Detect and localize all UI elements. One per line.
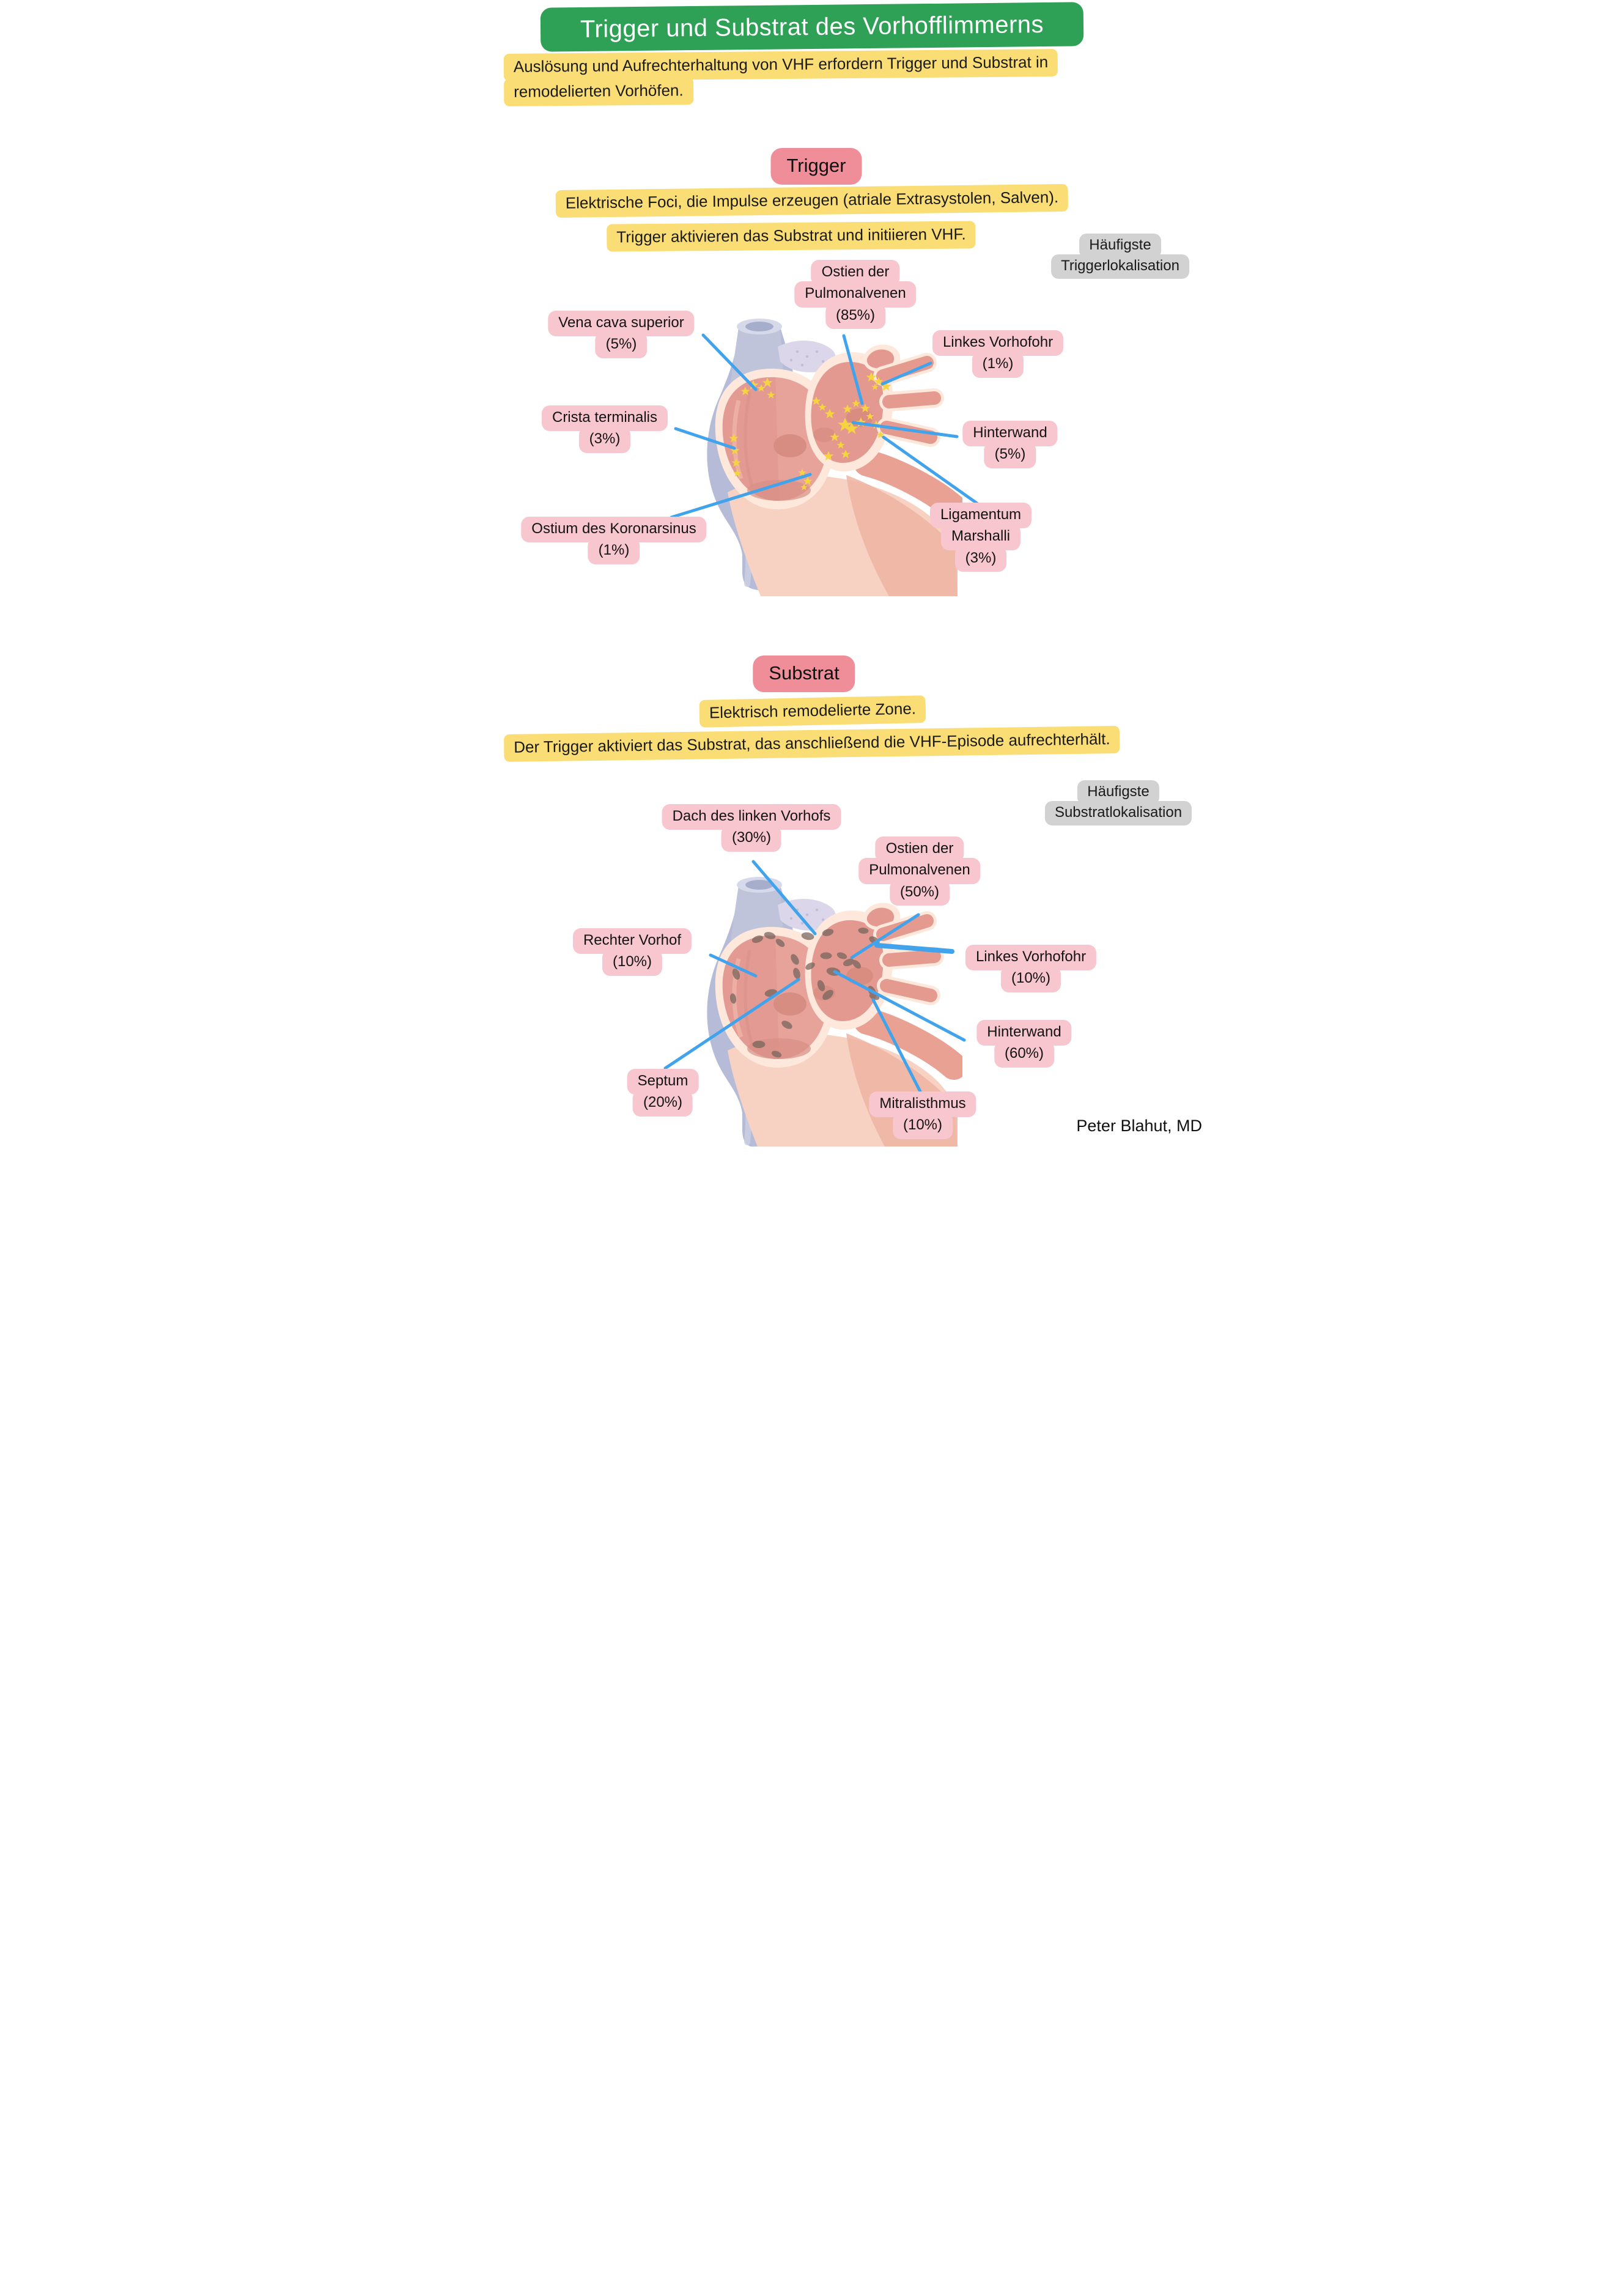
pericardium-patch: [778, 340, 836, 372]
label-line: (50%): [889, 879, 950, 906]
substrate-description-2: Der Trigger aktiviert das Substrat, das …: [503, 725, 1120, 762]
label-line: Linkes Vorhofohr: [965, 945, 1097, 971]
pulmonary-veins-art: [873, 911, 944, 1005]
label-line: (5%): [595, 332, 648, 358]
trigger-description-2: Trigger aktivieren das Substrat und init…: [607, 221, 976, 252]
label-left-atrial-appendage-trigger: Linkes Vorhofohr (1%): [932, 330, 1064, 378]
label-line: Ostium des Koronarsinus: [521, 517, 707, 543]
label-line: (10%): [602, 950, 663, 976]
label-line: (60%): [994, 1041, 1055, 1068]
label-mitral-isthmus: Mitralisthmus (10%): [869, 1091, 976, 1139]
label-line: Pulmonalvenen: [858, 858, 981, 884]
pulmonary-veins-art: [873, 353, 944, 447]
trigger-localization-badge: Häufigste Triggerlokalisation: [1051, 234, 1189, 279]
badge-line: Häufigste: [1079, 234, 1161, 258]
trigger-section-heading: Trigger: [770, 148, 862, 185]
subtitle: Auslösung und Aufrechterhaltung von VHF …: [503, 49, 1058, 106]
label-line: (10%): [1000, 966, 1061, 992]
trigger-description-1-text: Elektrische Foci, die Impulse erzeugen (…: [555, 183, 1069, 218]
trigger-heart-diagram: [687, 309, 967, 596]
label-line: Vena cava superior: [548, 311, 695, 337]
label-left-atrial-appendage-substrate: Linkes Vorhofohr (10%): [965, 945, 1097, 992]
label-line: Hinterwand: [976, 1020, 1072, 1046]
infographic-page: Trigger und Substrat des Vorhofflimmerns…: [406, 0, 1218, 1146]
substrate-section-heading: Substrat: [753, 655, 855, 692]
subtitle-line: remodelierten Vorhöfen.: [503, 77, 693, 106]
label-superior-vena-cava: Vena cava superior (5%): [548, 311, 695, 358]
heart-illustration: [707, 319, 967, 596]
label-line: Mitralisthmus: [869, 1091, 976, 1118]
label-line: Rechter Vorhof: [572, 928, 692, 954]
label-line: (1%): [972, 352, 1024, 378]
label-septum: Septum (20%): [627, 1069, 699, 1117]
label-line: Ostien der: [811, 260, 900, 286]
label-posterior-wall-substrate: Hinterwand (60%): [976, 1020, 1072, 1068]
page-title: Trigger und Substrat des Vorhofflimmerns: [540, 2, 1084, 52]
label-line: (10%): [892, 1113, 953, 1139]
label-line: Ligamentum: [929, 503, 1032, 529]
label-ligament-of-marshall: Ligamentum Marshalli (3%): [929, 503, 1032, 572]
trigger-description-1: Elektrische Foci, die Impulse erzeugen (…: [555, 183, 1069, 218]
badge-line: Substratlokalisation: [1044, 801, 1192, 825]
label-right-atrium: Rechter Vorhof (10%): [572, 928, 692, 976]
substrate-description-1-text: Elektrisch remodelierte Zone.: [699, 695, 926, 728]
label-line: (5%): [984, 442, 1036, 468]
label-line: Septum: [627, 1069, 699, 1095]
label-line: (30%): [721, 825, 782, 852]
substrate-description-1: Elektrisch remodelierte Zone.: [699, 695, 926, 728]
label-line: Hinterwand: [962, 421, 1058, 447]
label-line: (3%): [578, 427, 631, 453]
label-crista-terminalis: Crista terminalis (3%): [541, 405, 668, 453]
label-line: (3%): [954, 545, 1007, 572]
author-signature: Peter Blahut, MD: [1076, 1117, 1202, 1135]
label-line: (1%): [588, 538, 640, 564]
label-line: Pulmonalvenen: [794, 281, 917, 308]
label-line: (20%): [632, 1090, 693, 1117]
label-line: Crista terminalis: [541, 405, 668, 432]
trigger-description-2-text: Trigger aktivieren das Substrat und init…: [607, 221, 976, 252]
subtitle-line: Auslösung und Aufrechterhaltung von VHF …: [503, 49, 1058, 81]
label-line: (85%): [825, 303, 886, 330]
label-posterior-wall-trigger: Hinterwand (5%): [962, 421, 1058, 468]
label-line: Ostien der: [875, 836, 964, 863]
badge-line: Häufigste: [1077, 780, 1159, 805]
label-coronary-sinus-ostium: Ostium des Koronarsinus (1%): [521, 517, 707, 564]
label-line: Marshalli: [940, 524, 1021, 550]
label-left-atrial-roof: Dach des linken Vorhofs (30%): [662, 804, 841, 852]
label-line: Linkes Vorhofohr: [932, 330, 1064, 356]
substrate-description-2-text: Der Trigger aktiviert das Substrat, das …: [503, 725, 1120, 762]
badge-line: Triggerlokalisation: [1051, 254, 1189, 279]
substrate-localization-badge: Häufigste Substratlokalisation: [1044, 780, 1192, 825]
label-pulmonary-vein-ostia-trigger: Ostien der Pulmonalvenen (85%): [794, 260, 917, 330]
label-line: Dach des linken Vorhofs: [662, 804, 841, 830]
label-pulmonary-vein-ostia-substrate: Ostien der Pulmonalvenen (50%): [858, 836, 981, 906]
